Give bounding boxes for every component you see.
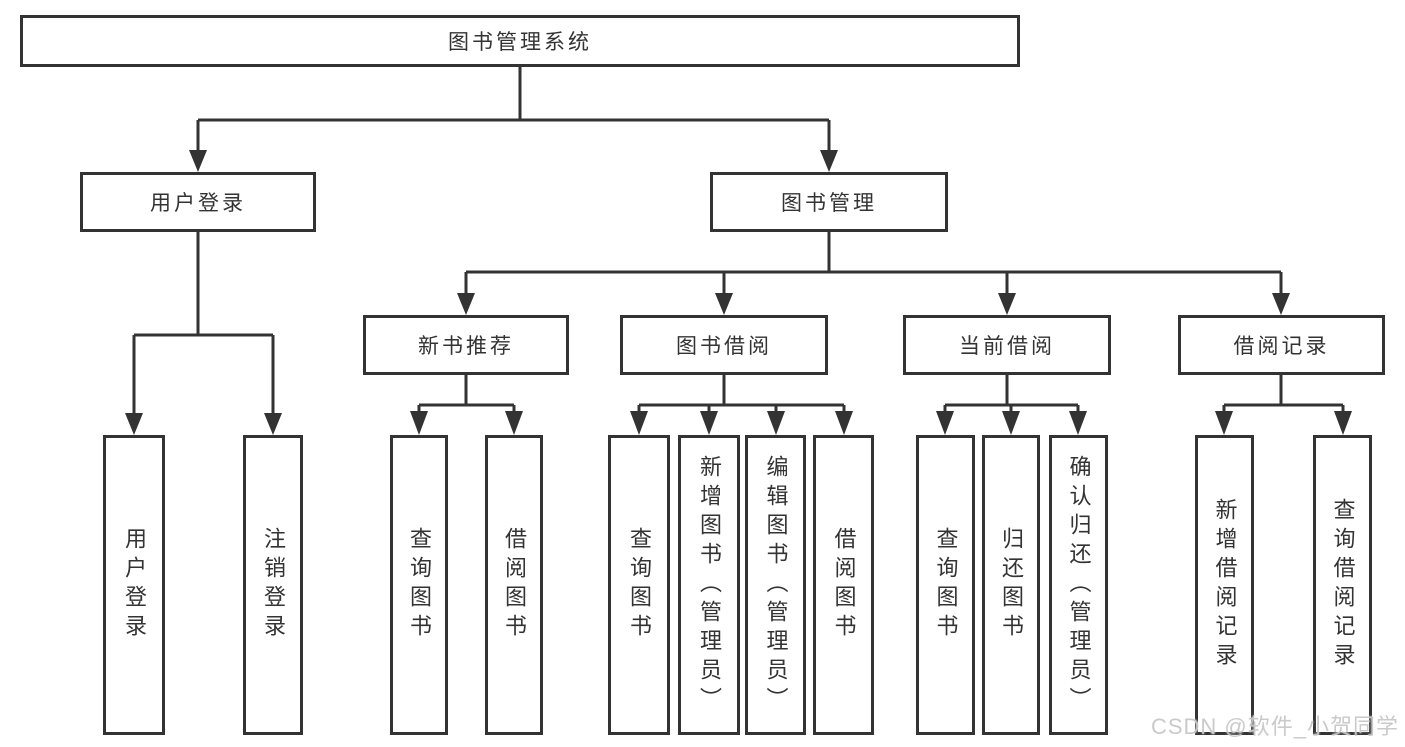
arrowhead-down-icon	[1069, 411, 1087, 435]
leaf-edit-book-admin: 编辑图书（管理员）	[745, 435, 806, 735]
arrowhead-down-icon	[1002, 411, 1020, 435]
arrowhead-down-icon	[700, 411, 718, 435]
arrowhead-down-icon	[1215, 411, 1233, 435]
leaf-logout: 注销登录	[243, 435, 303, 735]
leaf-return-book: 归还图书	[982, 435, 1040, 735]
arrowhead-down-icon	[1272, 293, 1290, 315]
node-root-system: 图书管理系统	[20, 15, 1020, 67]
leaf-confirm-return-admin: 确认归还（管理员）	[1049, 435, 1108, 735]
node-book-borrow: 图书借阅	[620, 315, 828, 375]
node-user-login: 用户登录	[80, 172, 316, 232]
arrowhead-down-icon	[998, 293, 1016, 315]
arrowhead-down-icon	[820, 150, 838, 172]
arrowhead-down-icon	[715, 293, 733, 315]
leaf-query-borrow-record: 查询借阅记录	[1313, 435, 1372, 735]
csdn-watermark: CSDN @软件_小贺同学	[1150, 714, 1399, 739]
leaf-query-book: 查询图书	[608, 435, 670, 735]
leaf-user-login: 用户登录	[103, 435, 165, 735]
arrowhead-down-icon	[410, 411, 428, 435]
arrowhead-down-icon	[505, 411, 523, 435]
arrowhead-down-icon	[1334, 411, 1352, 435]
arrowhead-down-icon	[835, 411, 853, 435]
arrowhead-down-icon	[125, 413, 143, 435]
arrowhead-down-icon	[457, 293, 475, 315]
arrowhead-down-icon	[189, 150, 207, 172]
leaf-query-book: 查询图书	[390, 435, 448, 735]
arrowhead-down-icon	[767, 411, 785, 435]
node-book-management: 图书管理	[710, 172, 948, 232]
leaf-borrow-book: 借阅图书	[813, 435, 874, 735]
arrowhead-down-icon	[630, 411, 648, 435]
node-current-borrow: 当前借阅	[903, 315, 1111, 375]
leaf-borrow-book: 借阅图书	[485, 435, 543, 735]
node-new-book-recommend: 新书推荐	[363, 315, 569, 375]
leaf-add-book-admin: 新增图书（管理员）	[678, 435, 740, 735]
arrowhead-down-icon	[936, 411, 954, 435]
node-borrow-record: 借阅记录	[1178, 315, 1385, 375]
arrowhead-down-icon	[264, 413, 282, 435]
leaf-query-book: 查询图书	[916, 435, 975, 735]
leaf-add-borrow-record: 新增借阅记录	[1195, 435, 1254, 735]
